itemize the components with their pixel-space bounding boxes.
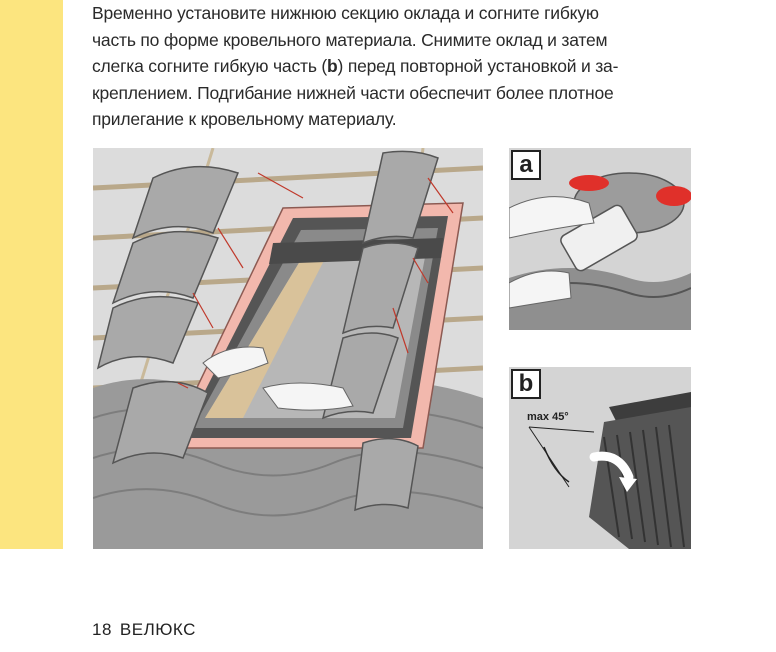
instruction-line-3-start: слегка согните гибкую часть ( [92, 56, 328, 77]
angle-arc [543, 446, 570, 483]
figure-b-drawing [528, 392, 691, 549]
angle-line-top [528, 426, 595, 433]
max-angle-label: max 45° [527, 411, 569, 423]
bottom-right-tile [354, 437, 419, 512]
instruction-text: Временно установите нижнюю секцию оклада… [92, 0, 712, 133]
figure-a-label: a [511, 150, 541, 180]
bend-arrow [589, 451, 634, 482]
figure-a: a [509, 148, 691, 330]
figure-b: b max 45° [509, 367, 691, 549]
instruction-line-5: прилегание к кровельному материалу. [92, 109, 397, 130]
right-hand [262, 382, 354, 411]
hand-bottom [509, 270, 572, 309]
red-arrows [177, 172, 454, 389]
instruction-line-2: часть по форме кровельного материала. Сн… [92, 29, 608, 50]
instruction-line-3: слегка согните гибкую часть (b) перед по… [92, 53, 712, 80]
page-number: 18 [92, 620, 112, 639]
figure-b-label: b [511, 369, 541, 399]
figure-a-drawing [509, 172, 691, 330]
left-tiles [96, 165, 240, 370]
instruction-line-3-end: ) перед повторной установкой и за- [337, 56, 619, 77]
yellow-sidebar-bar [0, 0, 63, 549]
left-hand [202, 346, 269, 379]
instruction-line-4: креплением. Подгибание нижней части обес… [92, 82, 614, 103]
hand-top [509, 196, 595, 239]
page-footer: 18 ВЕЛЮКС [92, 620, 196, 640]
brand-name: ВЕЛЮКС [119, 620, 196, 639]
instruction-line-1: Временно установите нижнюю секцию оклада… [92, 3, 599, 23]
wooden-lining [205, 243, 333, 418]
red-seal-left [569, 175, 609, 191]
bottom-left-tile [111, 380, 209, 465]
roof-window-drawing [93, 148, 483, 549]
red-seal-right [656, 186, 691, 206]
instruction-ref-b: b [327, 56, 338, 77]
main-illustration [93, 148, 483, 549]
